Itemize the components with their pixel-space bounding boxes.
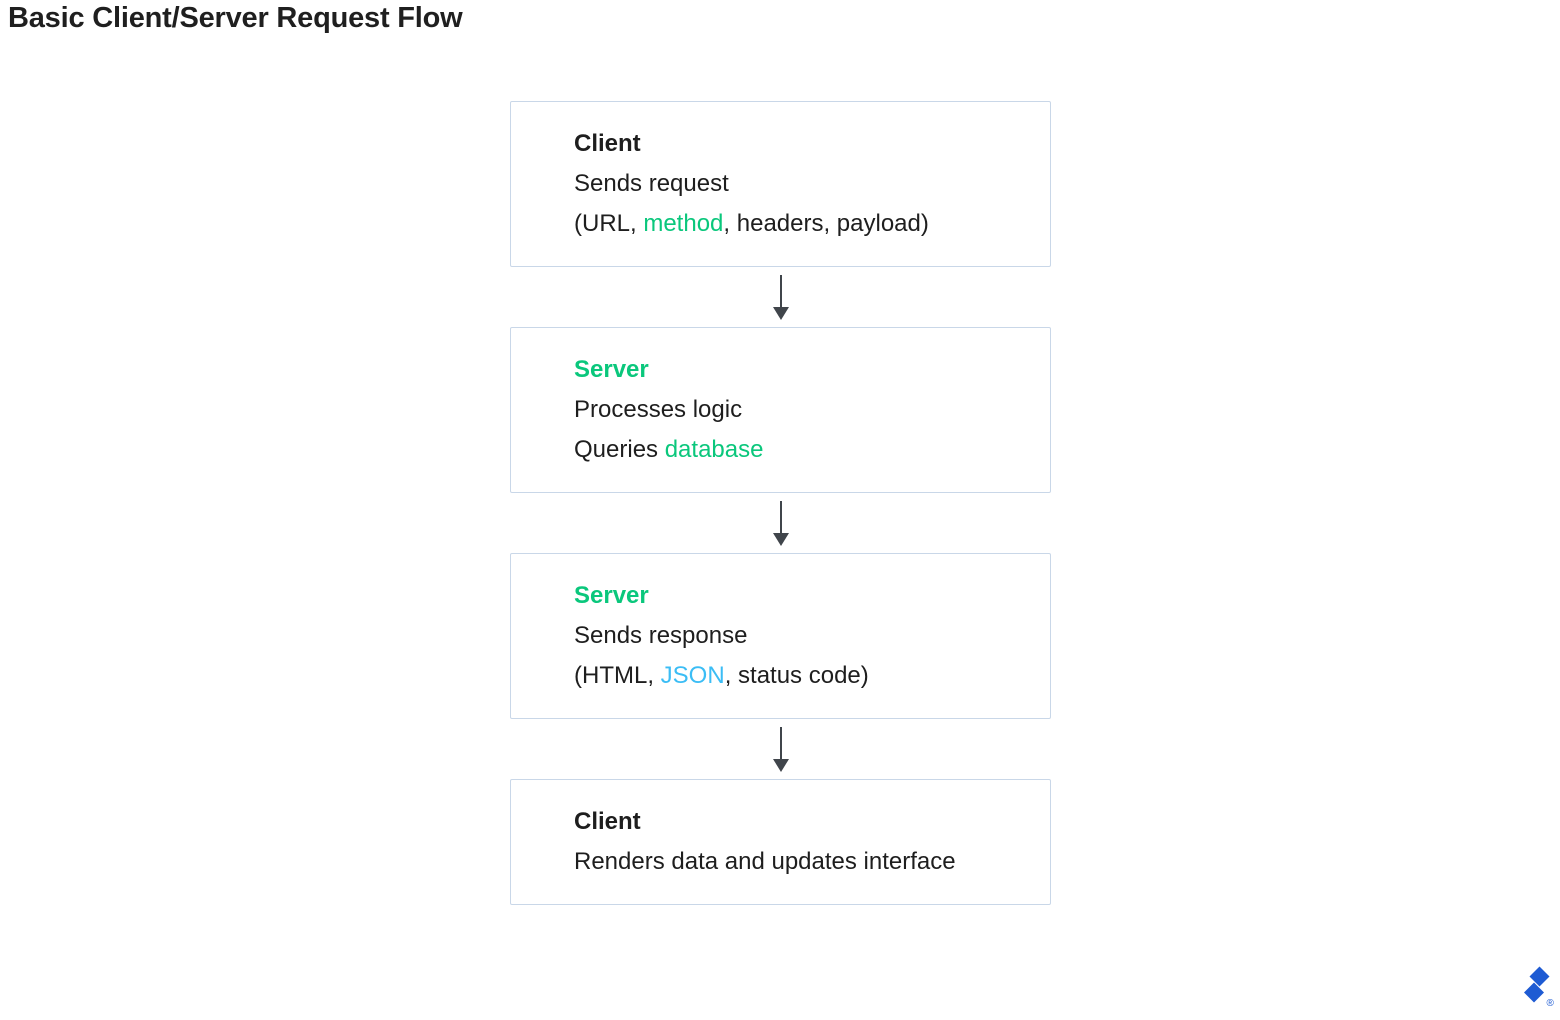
- step-heading: Client: [574, 130, 641, 157]
- step-line: Sends response: [574, 616, 1026, 656]
- arrow-line: [779, 275, 782, 307]
- flow-arrow: [510, 267, 1051, 327]
- arrow-line: [779, 501, 782, 533]
- step-line: Queries database: [574, 430, 1026, 470]
- step-heading: Server: [574, 582, 649, 609]
- arrow-line: [779, 727, 782, 759]
- step-text: Sends request: [574, 170, 729, 197]
- step-text: Sends response: [574, 622, 748, 649]
- logo-diamond-bottom: [1524, 982, 1544, 1003]
- toptal-logo-icon: ®: [1522, 965, 1554, 1009]
- step-line: (HTML, JSON, status code): [574, 656, 1026, 696]
- toptal-logo-svg: ®: [1524, 966, 1555, 1009]
- step-text: Renders data and updates interface: [574, 848, 956, 875]
- flow-step-client-render: Client Renders data and updates interfac…: [510, 779, 1051, 905]
- arrow-down-icon: [772, 759, 789, 772]
- step-text: (URL,: [574, 210, 644, 237]
- flow-step-server-process: Server Processes logic Queries database: [510, 327, 1051, 493]
- step-line: Sends request: [574, 164, 1026, 204]
- step-text: , status code): [724, 662, 869, 689]
- keyword-method: method: [643, 210, 724, 237]
- page-title: Basic Client/Server Request Flow: [8, 2, 463, 34]
- keyword-database: database: [664, 436, 764, 463]
- arrow-down-icon: [772, 307, 789, 320]
- flow-arrow: [510, 719, 1051, 779]
- step-line: Renders data and updates interface: [574, 842, 1026, 882]
- keyword-json: JSON: [660, 662, 725, 689]
- arrow-down-icon: [772, 533, 789, 546]
- logo-diamond-top: [1529, 966, 1550, 987]
- flow-arrow: [510, 493, 1051, 553]
- step-heading: Client: [574, 808, 641, 835]
- step-heading: Server: [574, 356, 649, 383]
- step-text: Processes logic: [574, 396, 743, 423]
- step-text: (HTML,: [574, 662, 661, 689]
- flow-step-client-request: Client Sends request (URL, method, heade…: [510, 101, 1051, 267]
- flow-diagram: Client Sends request (URL, method, heade…: [510, 101, 1051, 905]
- step-line: (URL, method, headers, payload): [574, 204, 1026, 244]
- step-text: Queries: [574, 436, 665, 463]
- registered-mark: ®: [1547, 998, 1555, 1009]
- step-line: Processes logic: [574, 390, 1026, 430]
- flow-step-server-response: Server Sends response (HTML, JSON, statu…: [510, 553, 1051, 719]
- step-text: , headers, payload): [723, 210, 929, 237]
